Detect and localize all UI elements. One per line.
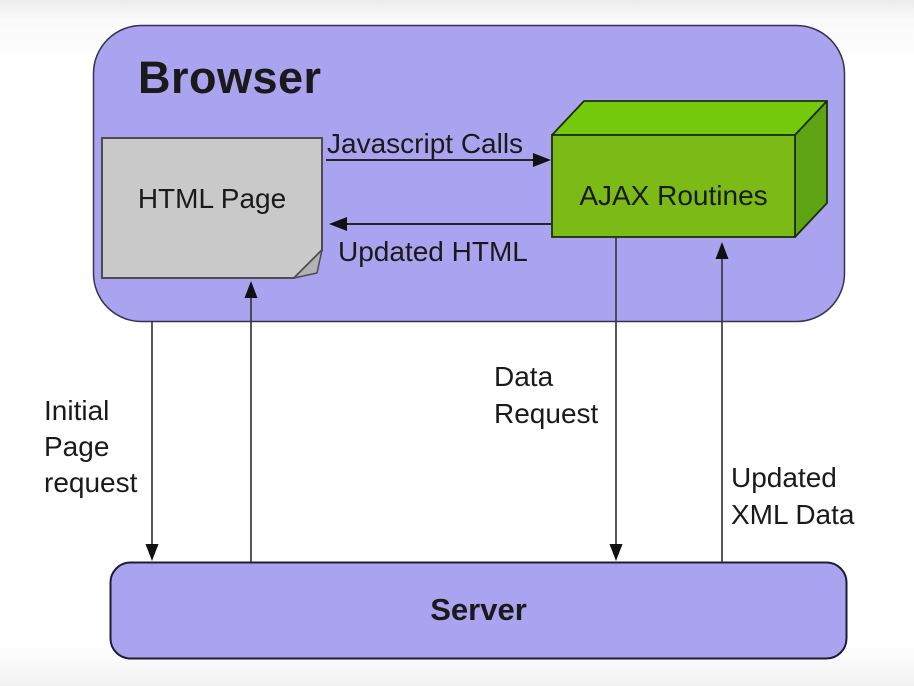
- javascript-calls-arrow: [326, 153, 551, 167]
- updated-html-edge-label: Updated HTML: [338, 236, 528, 267]
- javascript-calls-edge-label: Javascript Calls: [327, 128, 524, 159]
- initial-page-request-arrow: [145, 322, 159, 561]
- ajax-routines-node-label: AJAX Routines: [579, 180, 768, 211]
- html-page-folded-corner: [293, 249, 323, 279]
- updated-xml-data-arrow: [715, 242, 729, 562]
- data-request-arrow: [609, 237, 623, 561]
- ajax-box-top-face: [551, 100, 828, 136]
- server-box-shape: [109, 561, 848, 660]
- initial-page-request-edge-label: Initial Page request: [44, 395, 138, 498]
- updated-html-arrow: [329, 217, 552, 231]
- browser-container-title: Browser: [138, 52, 322, 103]
- server-to-html-page-arrow: [244, 281, 258, 562]
- ajax-box-front-face: [551, 134, 796, 238]
- html-page-node-label: HTML Page: [137, 183, 287, 214]
- updated-xml-data-edge-label: Updated XML Data: [731, 462, 855, 530]
- data-request-edge-label: Data Request: [494, 361, 599, 429]
- server-node-label: Server: [430, 592, 527, 627]
